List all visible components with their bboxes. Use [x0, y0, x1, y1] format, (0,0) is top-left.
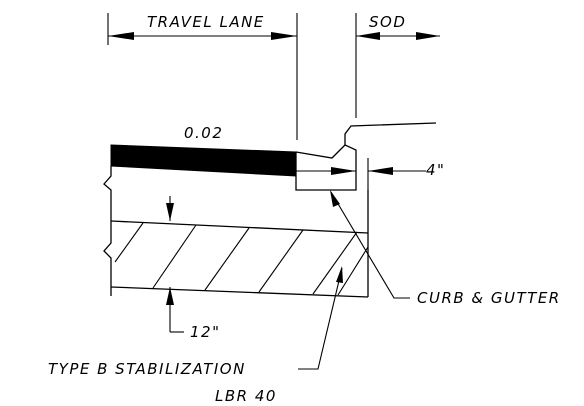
arrowhead-icon: [330, 190, 340, 207]
depth-label: 12": [190, 323, 221, 341]
stabilization-leader: TYPE B STABILIZATION LBR 40: [48, 266, 343, 405]
stabilization-layer: [110, 190, 369, 298]
lbr-label: LBR 40: [215, 387, 277, 405]
arrowhead-down-icon: [166, 203, 174, 221]
cross-slope-label: 0.02: [184, 124, 223, 142]
curb-gutter-label: CURB & GUTTER: [417, 289, 561, 307]
arrowhead-right-icon: [331, 167, 356, 175]
sod-dimension: SOD: [355, 13, 440, 118]
arrowhead-left-icon: [368, 167, 393, 175]
curb-gutter-leader: CURB & GUTTER: [330, 190, 561, 307]
arrowhead-right-icon: [416, 32, 440, 40]
arrowhead-up-icon: [166, 287, 174, 305]
left-break-line: [103, 166, 112, 296]
depth-dimension: 12": [166, 196, 221, 341]
arrowhead-left-icon: [108, 32, 134, 40]
stabilization-label: TYPE B STABILIZATION: [48, 360, 246, 378]
arrowhead-left-icon: [356, 32, 380, 40]
curb-offset-dimension: 4": [367, 158, 445, 190]
sod-label: SOD: [369, 13, 406, 31]
curb-and-gutter: [295, 122, 437, 191]
curb-offset-label: 4": [426, 161, 445, 179]
arrowhead-right-icon: [271, 32, 297, 40]
travel-lane-label: TRAVEL LANE: [147, 13, 265, 31]
asphalt-pavement: [110, 144, 297, 177]
travel-lane-dimension: TRAVEL LANE: [107, 13, 298, 140]
arrowhead-icon: [336, 266, 343, 283]
